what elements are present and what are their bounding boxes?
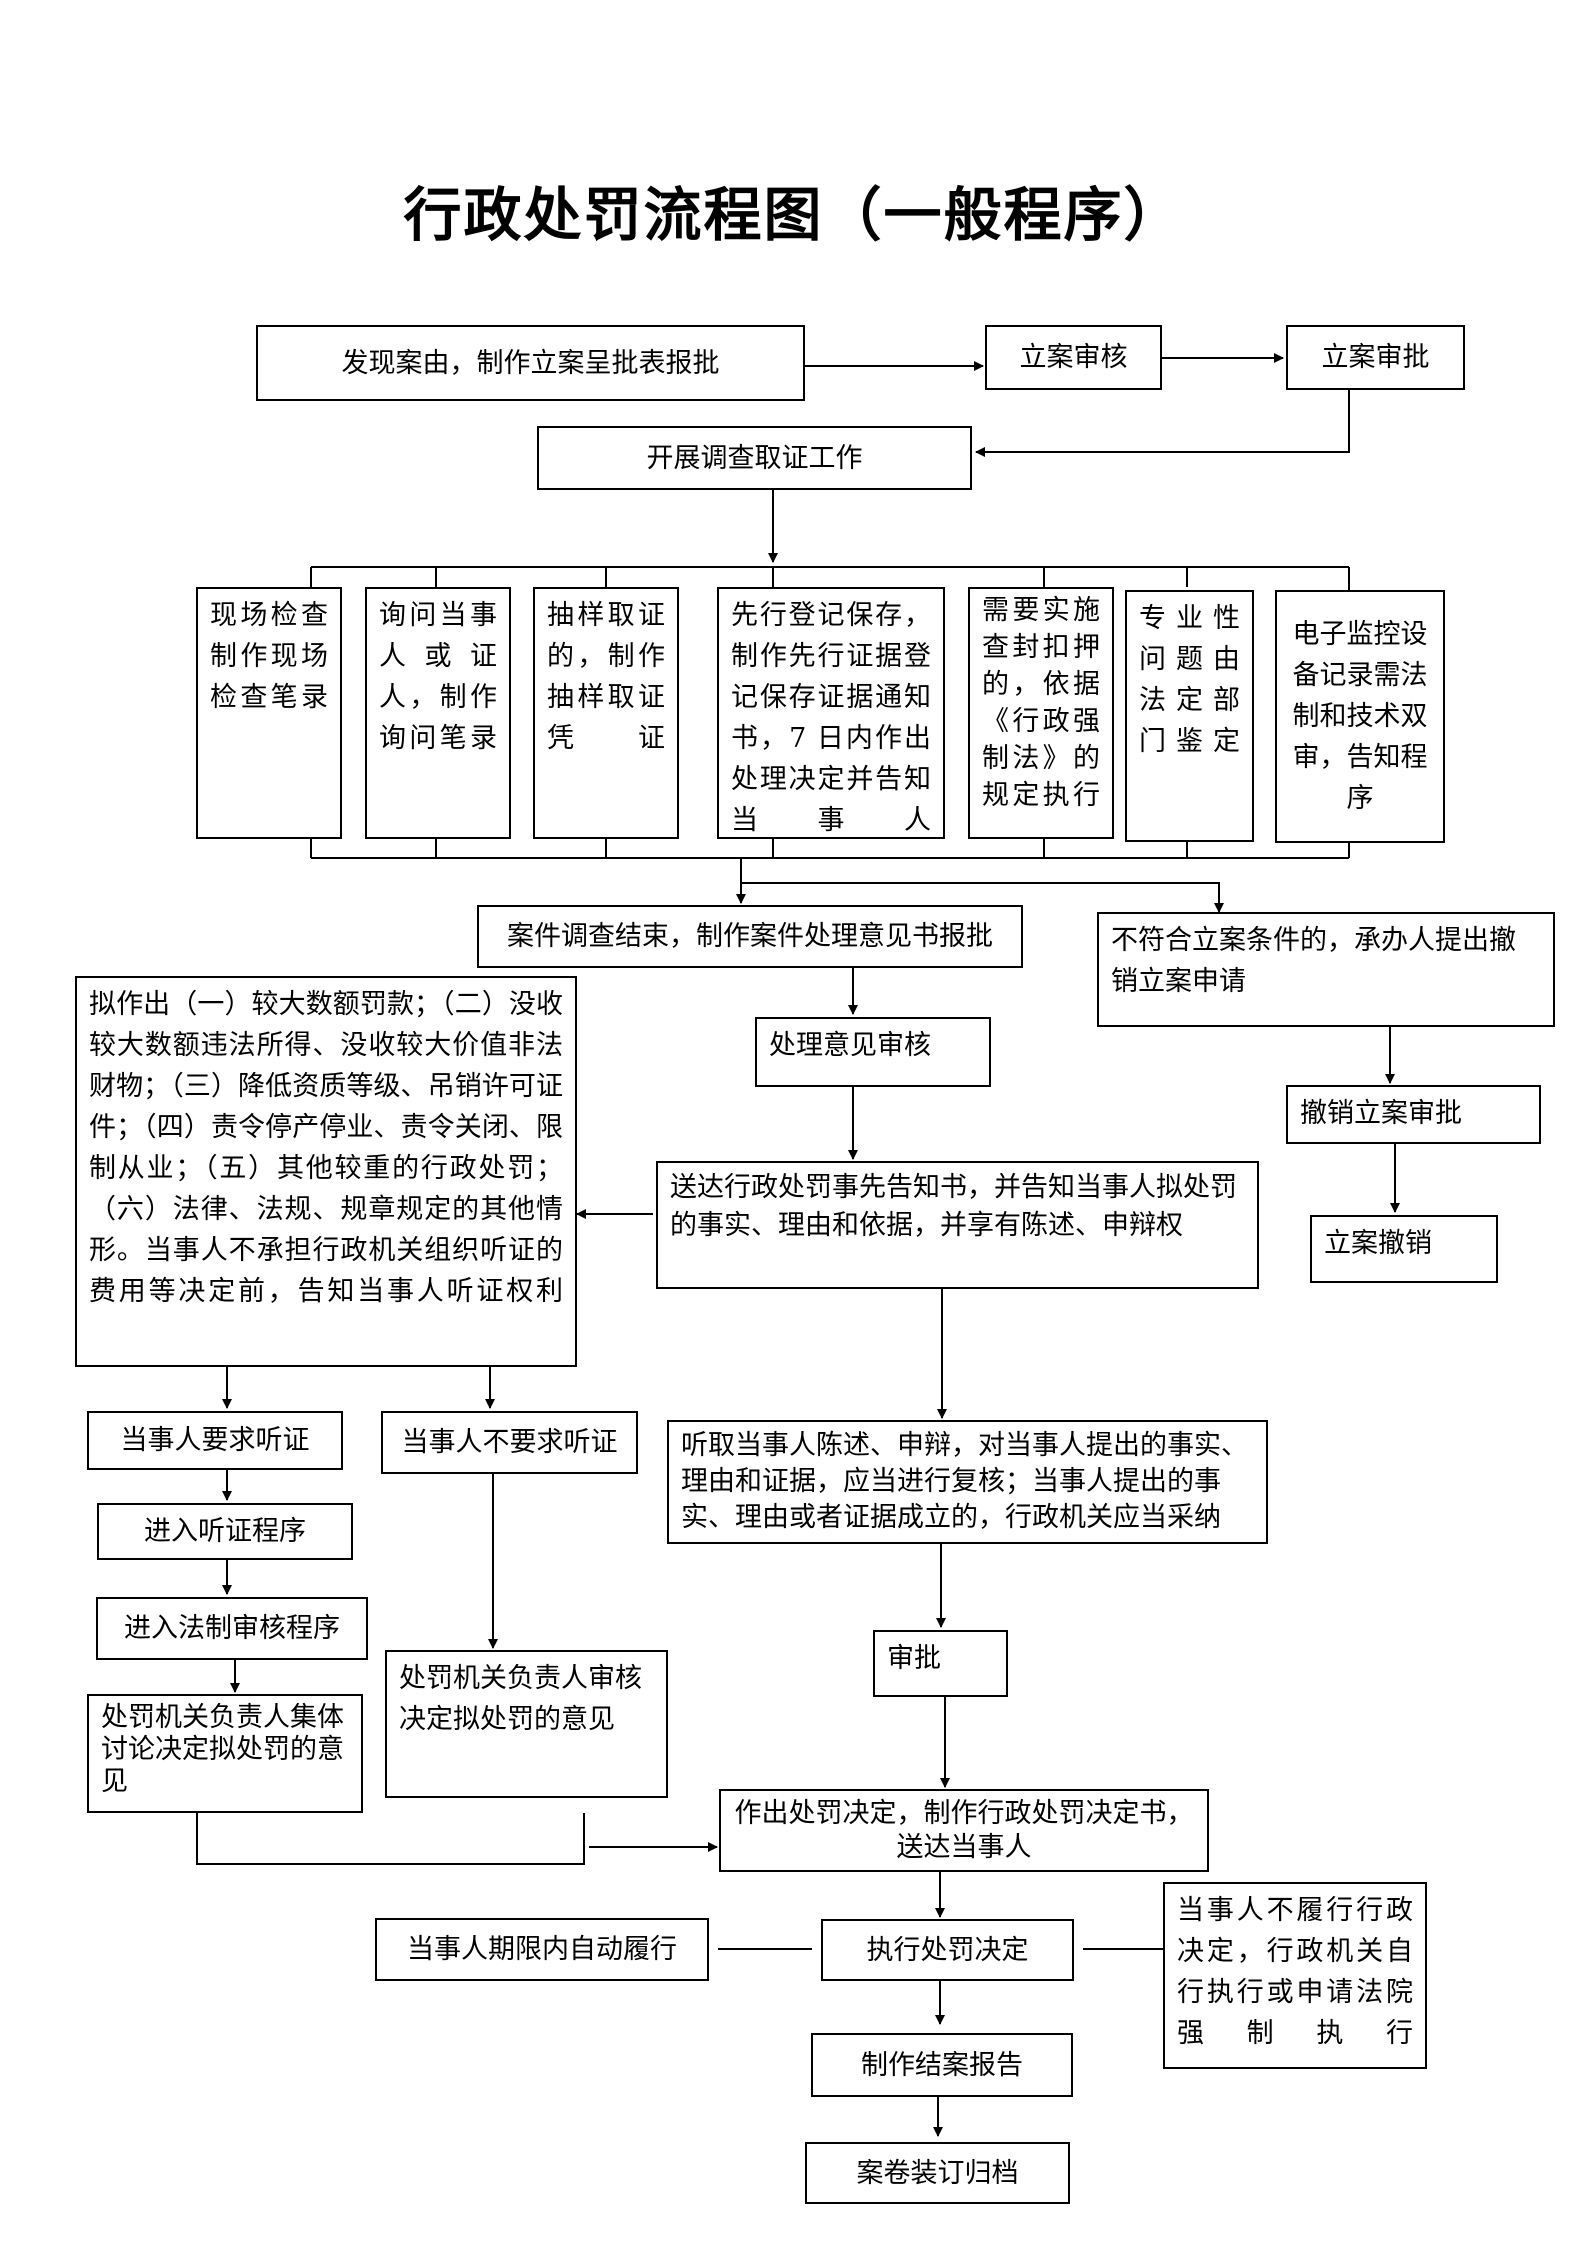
node-case-revoked: 立案撤销 (1310, 1215, 1498, 1283)
node-hearing-requested: 当事人要求听证 (87, 1411, 343, 1470)
arrow-n3-n4 (975, 389, 1350, 457)
node-inquiry: 询问当事人或证人，制作询问笔录 (365, 587, 511, 839)
node-penalty-decision: 作出处罚决定，制作行政处罚决定书，送达当事人 (719, 1789, 1209, 1872)
arrow-collect-n6 (741, 882, 1224, 913)
node-legal-review: 进入法制审核程序 (96, 1597, 368, 1660)
node-case-review: 立案审核 (985, 325, 1162, 390)
node-revoke-approval: 撤销立案审批 (1286, 1085, 1541, 1144)
node-approval: 审批 (873, 1630, 1008, 1697)
node-advance-notice: 送达行政处罚事先告知书，并告知当事人拟处罚的事实、理由和依据，并享有陈述、申辩权 (656, 1161, 1259, 1289)
node-hearing-notice: 拟作出（一）较大数额罚款；（二）没收较大数额违法所得、没收较大价值非法财物；（三… (75, 976, 577, 1367)
node-voluntary-compliance: 当事人期限内自动履行 (375, 1918, 709, 1981)
node-archive: 案卷装订归档 (805, 2142, 1070, 2204)
line-n19-join (196, 1813, 585, 1865)
node-hearing-not-requested: 当事人不要求听证 (381, 1411, 638, 1474)
node-preservation: 先行登记保存，制作先行证据登记保存证据通知书，7 日内作出处理决定并告知当事人 (717, 587, 945, 839)
node-expert-appraisal: 专业性问题由法定部门鉴定 (1125, 590, 1254, 842)
node-no-case-condition: 不符合立案条件的，承办人提出撤销立案申请 (1097, 912, 1555, 1027)
node-execute-decision: 执行处罚决定 (821, 1919, 1074, 1981)
node-hearing-procedure: 进入听证程序 (97, 1503, 353, 1560)
node-investigation: 开展调查取证工作 (537, 426, 972, 490)
node-collective-discussion: 处罚机关负责人集体讨论决定拟处罚的意见 (87, 1694, 363, 1813)
node-statement-review: 听取当事人陈述、申辩，对当事人提出的事实、理由和证据，应当进行复核；当事人提出的… (667, 1420, 1268, 1544)
node-sampling: 抽样取证的，制作抽样取证凭证 (533, 587, 679, 839)
node-report-case: 发现案由，制作立案呈批表报批 (256, 325, 805, 401)
node-seizure: 需要实施查封扣押的，依据《行政强制法》的规定执行 (968, 587, 1114, 839)
node-head-review: 处罚机关负责人审核决定拟处罚的意见 (385, 1650, 668, 1798)
node-enforcement: 当事人不履行行政决定，行政机关自行执行或申请法院强制执行 (1163, 1882, 1427, 2069)
node-onsite-inspection: 现场检查制作现场检查笔录 (196, 587, 342, 839)
node-investigation-end: 案件调查结束，制作案件处理意见书报批 (477, 905, 1023, 968)
node-opinion-review: 处理意见审核 (755, 1017, 991, 1087)
page-title: 行政处罚流程图（一般程序） (403, 181, 1184, 249)
node-case-approval: 立案审批 (1286, 325, 1465, 390)
node-electronic-monitoring: 电子监控设备记录需法制和技术双审，告知程序 (1275, 590, 1445, 843)
node-closing-report: 制作结案报告 (811, 2033, 1073, 2097)
